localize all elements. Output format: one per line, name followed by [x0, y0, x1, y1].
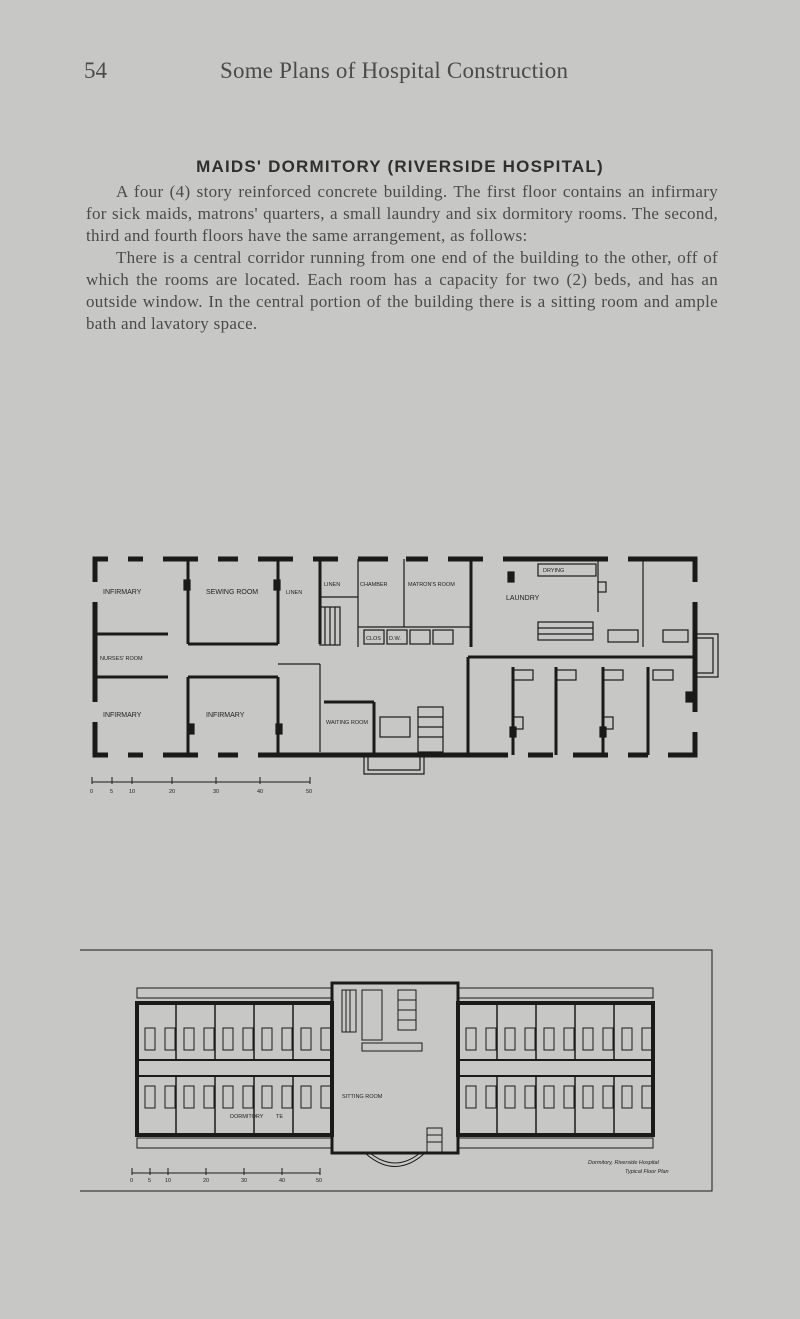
- label-infirmary-3: INFIRMARY: [206, 712, 245, 719]
- running-title: Some Plans of Hospital Construction: [220, 58, 569, 83]
- label-chamber: CHAMBER: [360, 582, 388, 588]
- label-nurses-room: NURSES' ROOM: [100, 656, 143, 662]
- label-closet: CLOS: [366, 636, 381, 642]
- label-waiting-room: WAITING ROOM: [326, 720, 368, 726]
- first-floor-plan: INFIRMARY SEWING ROOM LINEN LINEN CHAMBE…: [88, 552, 728, 797]
- scale-label-50: 50: [316, 1178, 322, 1184]
- scale-label-40: 40: [257, 789, 263, 795]
- scale-label-10: 10: [165, 1178, 171, 1184]
- label-infirmary-2: INFIRMARY: [103, 712, 142, 719]
- scale-label-30: 30: [213, 789, 219, 795]
- label-matron-room: MATRON'S ROOM: [408, 582, 455, 588]
- paragraph-2: There is a central corridor running from…: [86, 248, 718, 333]
- scale-label-10: 10: [129, 789, 135, 795]
- page-heading: MAIDS' DORMITORY (RIVERSIDE HOSPITAL): [196, 157, 604, 176]
- label-laundry: LAUNDRY: [506, 595, 540, 602]
- caption-line-1: Dormitory, Riverside Hospital: [588, 1160, 660, 1166]
- scale-label-0: 0: [90, 789, 93, 795]
- label-dw: D.W.: [389, 636, 401, 642]
- page-number: 54: [84, 58, 107, 83]
- scale-label-50: 50: [306, 789, 312, 795]
- scale-label-40: 40: [279, 1178, 285, 1184]
- label-sitting-room: SITTING ROOM: [342, 1094, 383, 1100]
- label-dormitory-2: TE: [276, 1114, 283, 1120]
- scale-label-20: 20: [203, 1178, 209, 1184]
- upper-floor-plan: DORMITORY TE SITTING ROOM 0 5 10 20 30 4…: [80, 948, 716, 1198]
- label-linen-2: LINEN: [286, 590, 302, 596]
- scale-label-30: 30: [241, 1178, 247, 1184]
- label-dormitory-1: DORMITORY: [230, 1114, 264, 1120]
- running-head: 54 Some Plans of Hospital Construction: [84, 58, 724, 88]
- scale-label-5: 5: [110, 789, 113, 795]
- label-linen-1: LINEN: [324, 582, 340, 588]
- paragraph-1: A four (4) story reinforced concrete bui…: [86, 182, 718, 245]
- label-sewing-room: SEWING ROOM: [206, 589, 258, 596]
- body-text: A four (4) story reinforced concrete bui…: [86, 181, 718, 335]
- caption-line-2: Typical Floor Plan: [625, 1169, 669, 1175]
- label-infirmary-1: INFIRMARY: [103, 589, 142, 596]
- scale-label-5: 5: [148, 1178, 151, 1184]
- scale-label-20: 20: [169, 789, 175, 795]
- label-drying: DRYING: [543, 568, 564, 574]
- scale-label-0: 0: [130, 1178, 133, 1184]
